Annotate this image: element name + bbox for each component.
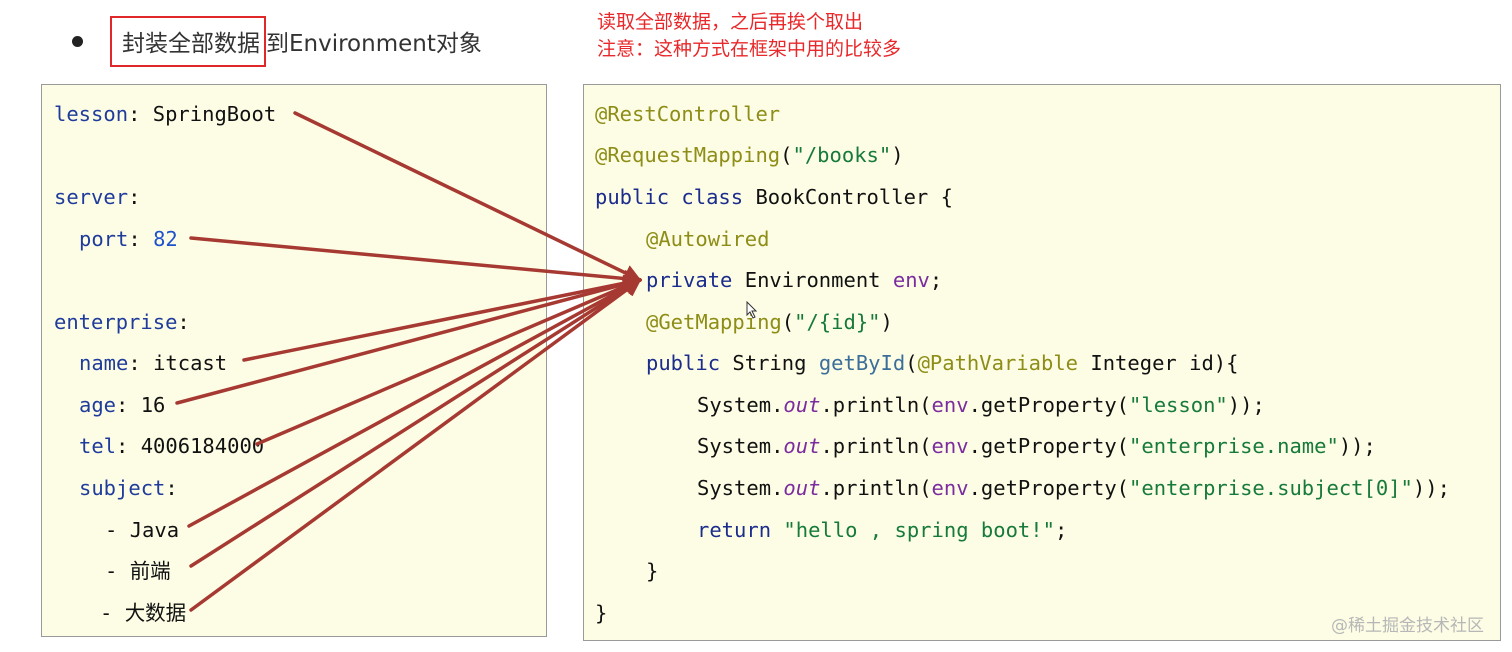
code-line-return: return "hello , spring boot!"; — [697, 518, 1068, 542]
watermark: @稀土掘金技术社区 — [1331, 616, 1484, 636]
code-line-requestmapping: @RequestMapping("/books") — [595, 143, 904, 167]
yaml-line-subject: subject: — [79, 476, 178, 500]
bullet-dot — [72, 35, 83, 47]
heading-rest: 到Environment对象 — [266, 31, 482, 57]
yaml-line-enterprise: enterprise: — [54, 310, 190, 334]
yaml-line-lesson: lesson: SpringBoot — [54, 102, 277, 126]
yaml-line-age: age: 16 — [79, 393, 166, 417]
java-code-panel: @RestController @RequestMapping("/books"… — [583, 84, 1501, 641]
yaml-line-server: server: — [54, 185, 141, 209]
code-line-print-subject: System.out.println(env.getProperty("ente… — [697, 476, 1450, 500]
yaml-line-subject-3: - 大数据 — [100, 601, 187, 625]
code-line-env-field: private Environment env; — [646, 268, 943, 292]
mouse-cursor-icon — [746, 301, 758, 319]
code-line-method: public String getById(@PathVariable Inte… — [646, 351, 1239, 375]
yaml-line-subject-1: - Java — [105, 518, 180, 542]
yaml-line-name: name: itcast — [79, 351, 228, 375]
note-line-1: 读取全部数据，之后再挨个取出 — [597, 11, 864, 33]
code-line-method-close: } — [646, 559, 659, 583]
highlighted-phrase: 封装全部数据 — [110, 15, 266, 67]
red-notes: 读取全部数据，之后再挨个取出 注意：这种方式在框架中用的比较多 — [597, 9, 901, 63]
code-line-print-name: System.out.println(env.getProperty("ente… — [697, 434, 1376, 458]
note-line-2: 注意：这种方式在框架中用的比较多 — [597, 38, 902, 60]
yaml-line-port: port: 82 — [79, 227, 178, 251]
yaml-line-subject-2: - 前端 — [105, 559, 171, 583]
code-line-autowired: @Autowired — [646, 227, 770, 251]
code-line-print-lesson: System.out.println(env.getProperty("less… — [697, 393, 1265, 417]
yaml-config-panel: lesson: SpringBoot server: port: 82 ente… — [41, 84, 547, 637]
code-line-class-close: } — [595, 601, 608, 625]
bullet-heading: 封装全部数据 到Environment对象 — [72, 15, 482, 67]
code-line-getmapping: @GetMapping("/{id}") — [646, 310, 893, 334]
code-line-restcontroller: @RestController — [595, 102, 781, 126]
yaml-line-tel: tel: 4006184000 — [79, 434, 265, 458]
code-line-class: public class BookController { — [595, 185, 953, 209]
